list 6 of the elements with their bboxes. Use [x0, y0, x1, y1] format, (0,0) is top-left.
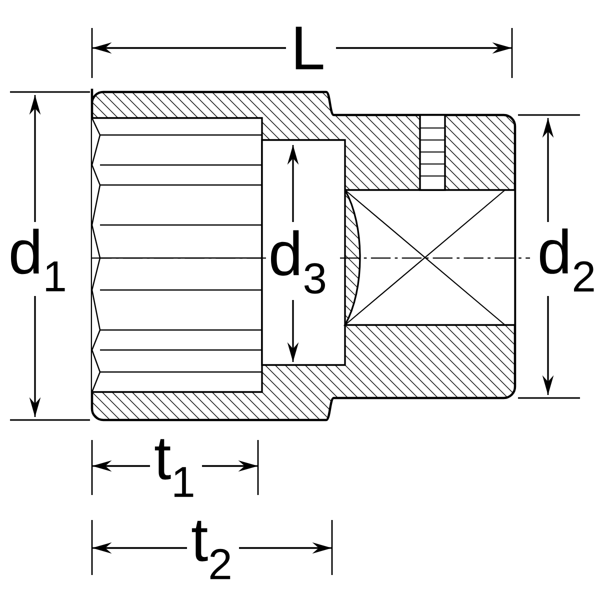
dimension-label: L	[296, 26, 324, 70]
dimension-label: d$_{3}$	[271, 230, 325, 294]
dimension-label: d$_{1}$	[11, 228, 65, 292]
dimension-label: t$_{1}$	[154, 439, 194, 497]
dimension-label: t$_{2}$	[192, 520, 230, 580]
dimension-label: d$_{2}$	[540, 228, 594, 292]
